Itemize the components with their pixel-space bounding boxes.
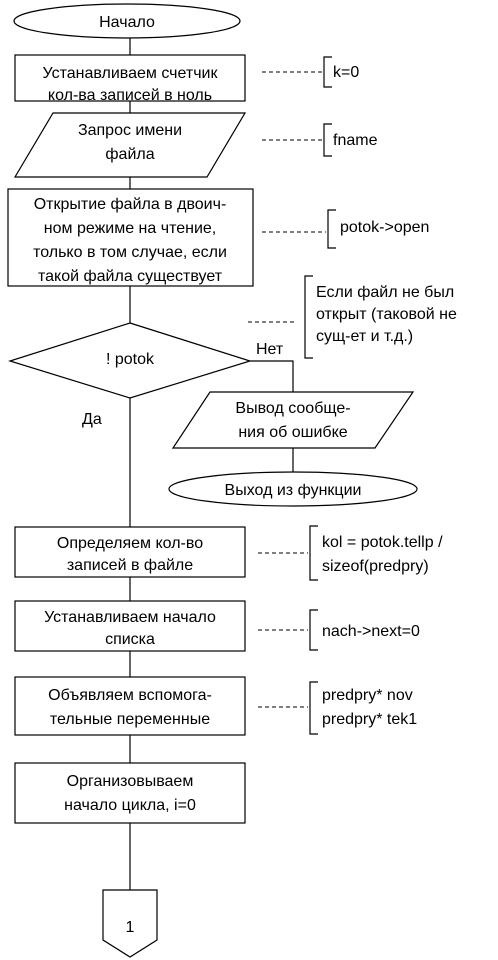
no-branch-line: [250, 360, 294, 472]
count-records-process: Определяем кол-во записей в файле: [14, 526, 246, 578]
comment-counter-text: k=0: [333, 64, 359, 81]
list-start-text-2: списка: [105, 631, 155, 648]
comment-count-records-text-1: kol = potok.tellp /: [322, 534, 443, 551]
exit-terminator: Выход из функции: [168, 471, 418, 507]
comment-decision-text-1: Если файл не был: [316, 284, 454, 301]
aux-vars-process: Объявляем вспомога- тельные переменные: [14, 676, 246, 736]
open-file-text-1: Открытие файла в двоич-: [34, 196, 227, 213]
comment-list-start: nach->next=0: [258, 609, 420, 651]
comment-count-records: kol = potok.tellp / sizeof(predpry): [258, 525, 443, 581]
comment-ask-name-text: fname: [333, 132, 378, 149]
counter-text-2: кол-ва записей в ноль: [48, 87, 212, 104]
counter-process: Устанавливаем счетчик кол-ва записей в н…: [14, 54, 246, 104]
counter-text-1: Устанавливаем счетчик: [43, 65, 219, 82]
comment-count-records-text-2: sizeof(predpry): [322, 558, 429, 575]
decision-diamond: ! potok: [7, 322, 253, 399]
aux-vars-text-2: тельные переменные: [50, 711, 210, 728]
comment-open-file-text: potok->open: [340, 219, 429, 236]
no-label: Нет: [256, 341, 284, 358]
decision-text: ! potok: [106, 351, 155, 368]
error-text-1: Вывод сообще-: [235, 400, 350, 417]
start-label: Начало: [99, 14, 155, 31]
open-file-text-3: только в том случае, если: [33, 244, 227, 261]
connector-text: 1: [126, 919, 135, 936]
off-page-connector: 1: [102, 889, 158, 958]
list-start-text-1: Устанавливаем начало: [44, 609, 216, 626]
comment-ask-name: fname: [262, 123, 378, 157]
ask-name-text-2: файла: [105, 146, 154, 163]
comment-aux-vars-text-2: predpry* tek1: [322, 711, 417, 728]
comment-decision-text-2: открыт (таковой не: [316, 306, 457, 323]
open-file-process: Открытие файла в двоич- ном режиме на чт…: [7, 188, 254, 287]
yes-label: Да: [82, 411, 102, 428]
open-file-text-2: ном режиме на чтение,: [44, 220, 216, 237]
count-records-text-2: записей в файле: [67, 557, 193, 574]
error-text-2: ния об ошибке: [238, 424, 347, 441]
open-file-text-4: такой файла существует: [38, 268, 223, 285]
comment-decision-text-3: сущ-ет и т.д.): [316, 328, 413, 345]
list-start-process: Устанавливаем начало списка: [14, 600, 246, 652]
ask-name-text-1: Запрос имени: [78, 122, 182, 139]
loop-start-process: Организовываем начало цикла, i=0: [14, 762, 246, 824]
loop-start-text-1: Организовываем: [67, 773, 194, 790]
count-records-text-1: Определяем кол-во: [57, 535, 203, 552]
comment-open-file: potok->open: [262, 209, 429, 249]
comment-counter: k=0: [262, 56, 359, 88]
loop-start-text-2: начало цикла, i=0: [64, 797, 196, 814]
aux-vars-text-1: Объявляем вспомога-: [48, 687, 212, 704]
ask-name-io: Запрос имени файла: [13, 112, 247, 178]
comment-aux-vars: predpry* nov predpry* tek1: [258, 681, 417, 735]
comment-list-start-text: nach->next=0: [322, 623, 420, 640]
start-terminator: Начало: [13, 3, 241, 39]
error-message-io: Вывод сообще- ния об ошибке: [171, 391, 415, 449]
exit-text: Выход из функции: [225, 482, 362, 499]
comment-decision: Если файл не был открыт (таковой не сущ-…: [248, 275, 457, 359]
comment-aux-vars-text-1: predpry* nov: [322, 687, 413, 704]
